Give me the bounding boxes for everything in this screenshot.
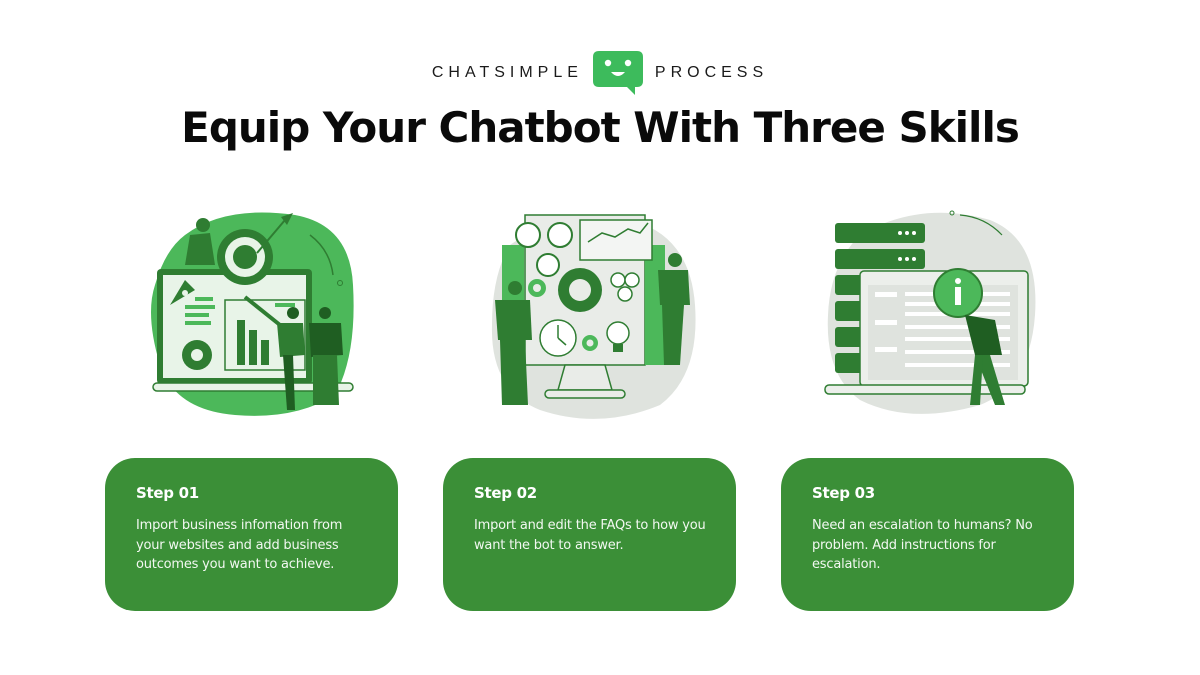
step-card-3: Step 03 Need an escalation to humans? No… xyxy=(781,458,1074,611)
chat-bubble-smiley-icon xyxy=(592,51,643,95)
step-card-2: Step 02 Import and edit the FAQs to how … xyxy=(443,458,736,611)
faq-gears-team-illustration xyxy=(480,205,705,425)
step-description: Import and edit the FAQs to how you want… xyxy=(474,518,706,553)
step-label: Step 01 xyxy=(136,484,199,502)
server-info-escalation-illustration xyxy=(820,205,1045,425)
brand-subtitle: PROCESS xyxy=(654,64,769,81)
step-description: Import business infomation from your web… xyxy=(136,518,343,572)
page-title: Equip Your Chatbot With Three Skills xyxy=(181,103,1020,152)
step-card-1: Step 01 Import business infomation from … xyxy=(105,458,398,611)
step-label: Step 03 xyxy=(812,484,875,502)
brand-header: CHATSIMPLE PROCESS xyxy=(0,50,1200,96)
brand-name: CHATSIMPLE xyxy=(431,64,583,81)
business-goals-dashboard-illustration xyxy=(145,205,370,425)
step-description: Need an escalation to humans? No problem… xyxy=(812,518,1033,572)
step-label: Step 02 xyxy=(474,484,537,502)
